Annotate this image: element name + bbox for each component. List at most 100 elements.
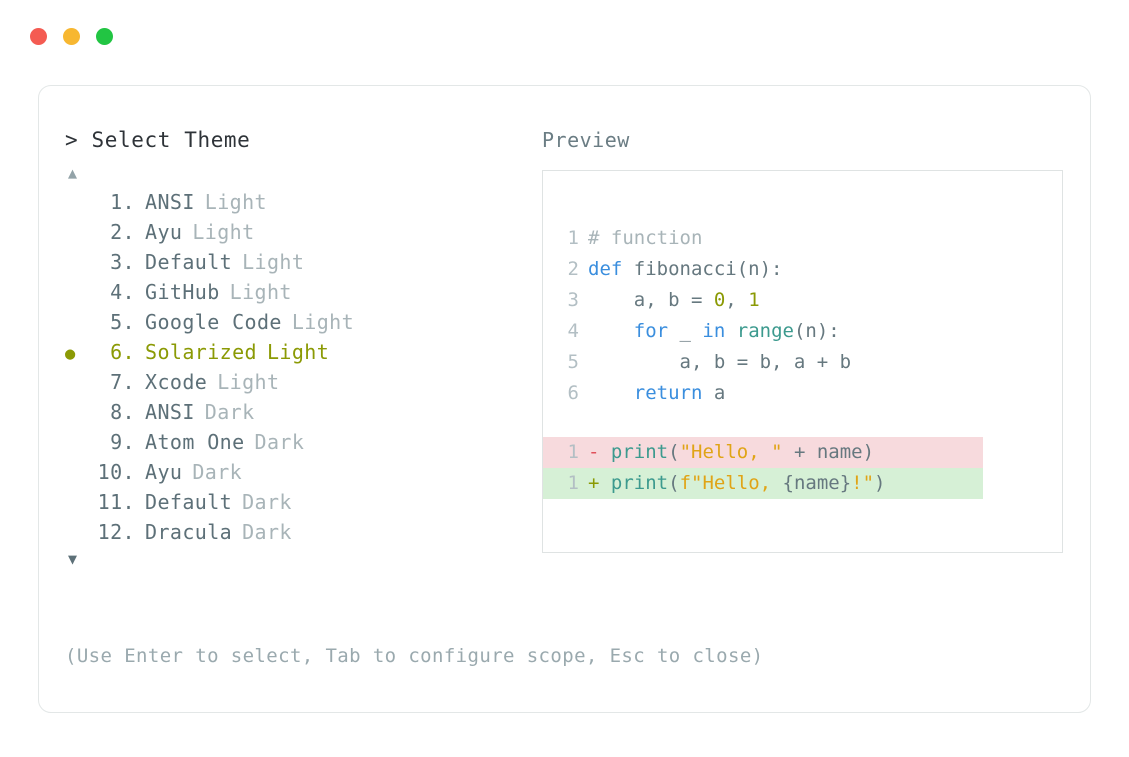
theme-item-number: 4. [110, 280, 135, 304]
maximize-window-button[interactable] [96, 28, 113, 45]
theme-item-number: 11. [97, 490, 135, 514]
theme-item-number: 7. [110, 370, 135, 394]
theme-item-name: Default [145, 490, 233, 514]
code-line: 3 a, b = 0, 1 [543, 285, 1062, 316]
code-token [588, 382, 634, 404]
code-token: 0 [713, 289, 726, 311]
code-token: print [610, 472, 669, 494]
selected-bullet-icon: ● [65, 526, 91, 543]
selected-bullet-icon: ● [65, 316, 91, 333]
diff-spacer [599, 441, 610, 463]
window-titlebar [30, 28, 113, 45]
code-line: 4 for _ in range(n): [543, 316, 1062, 347]
theme-item-name: Ayu [145, 460, 183, 484]
theme-list-item[interactable]: ● 11. Default Dark [65, 490, 525, 520]
selected-bullet-icon: ● [65, 406, 91, 423]
close-window-button[interactable] [30, 28, 47, 45]
scroll-up-arrow-icon[interactable]: ▲ [68, 164, 78, 182]
theme-item-variant: Light [291, 310, 355, 334]
code-token: in [702, 320, 726, 342]
code-token: a, b = [588, 289, 714, 311]
theme-item-number: 1. [110, 190, 135, 214]
theme-item-name: Ayu [145, 220, 183, 244]
prompt-title: Select Theme [91, 128, 251, 152]
code-token: a, b = b, a + b [588, 351, 852, 373]
minimize-window-button[interactable] [63, 28, 80, 45]
prompt-header: > Select Theme [65, 128, 525, 152]
theme-item-number: 6. [110, 340, 135, 364]
theme-item-number: 2. [110, 220, 135, 244]
code-token: + name) [782, 441, 875, 463]
theme-item-name: ANSI [145, 400, 195, 424]
theme-item-variant: Dark [242, 490, 292, 514]
diff-line-del: 1- print("Hello, " + name) [543, 437, 983, 468]
diff-line-number: 1 [567, 472, 579, 494]
code-line-number: 6 [567, 382, 579, 404]
diff-sign-icon: - [588, 441, 600, 463]
code-line: 6 return a [543, 378, 1062, 409]
code-line-number: 4 [567, 320, 579, 342]
code-line-number: 5 [567, 351, 579, 373]
code-token: for [633, 320, 669, 342]
theme-item-variant: Dark [204, 400, 255, 424]
code-token: , [725, 289, 749, 311]
code-token: ) [874, 472, 886, 494]
code-token: _ [668, 320, 703, 342]
prompt-caret-icon: > [65, 128, 79, 152]
theme-item-variant: Dark [242, 520, 292, 544]
code-token: ( [668, 441, 680, 463]
theme-item-number: 10. [97, 460, 135, 484]
theme-item-variant: Dark [254, 430, 305, 454]
theme-item-variant: Light [217, 370, 280, 394]
code-token [725, 320, 736, 342]
scroll-down-arrow-icon[interactable]: ▼ [68, 550, 78, 568]
selected-bullet-icon: ● [65, 196, 91, 213]
theme-item-name: Google Code [145, 310, 282, 334]
theme-item-name: ANSI [145, 190, 195, 214]
code-line: 5 a, b = b, a + b [543, 347, 1062, 378]
code-token [588, 320, 634, 342]
diff-line-number: 1 [567, 441, 579, 463]
code-token: 1 [748, 289, 760, 311]
code-token: {name} [782, 472, 852, 494]
code-token: fibonacci(n): [622, 258, 783, 280]
theme-item-name: Xcode [145, 370, 208, 394]
code-token: "Hello, " [679, 441, 783, 463]
code-line-number: 2 [567, 258, 579, 280]
code-token: a [702, 382, 726, 404]
theme-item-number: 9. [110, 430, 135, 454]
code-token: (n): [793, 320, 840, 342]
code-token: ( [668, 472, 680, 494]
theme-item-variant: Light [229, 280, 292, 304]
theme-item-variant: Light [242, 250, 305, 274]
theme-item-name: Solarized [145, 340, 257, 364]
theme-picker-panel: > Select Theme ▲ ●1.ANSILight●2.AyuLight… [38, 85, 1091, 713]
code-token: print [610, 441, 669, 463]
code-line: 1# function [543, 223, 1062, 254]
selected-bullet-icon: ● [65, 496, 91, 513]
theme-selector-pane: > Select Theme ▲ ●1.ANSILight●2.AyuLight… [65, 128, 525, 570]
preview-label: Preview [542, 128, 630, 152]
code-token: return [633, 382, 703, 404]
selected-bullet-icon: ● [65, 226, 91, 243]
theme-list: ●1.ANSILight●2.AyuLight●3.DefaultLight●4… [65, 190, 525, 550]
diff-sign-icon: + [588, 472, 600, 494]
selected-bullet-icon: ● [65, 466, 91, 483]
theme-item-variant: Light [266, 340, 330, 364]
keyboard-hint-text: (Use Enter to select, Tab to configure s… [65, 645, 764, 667]
